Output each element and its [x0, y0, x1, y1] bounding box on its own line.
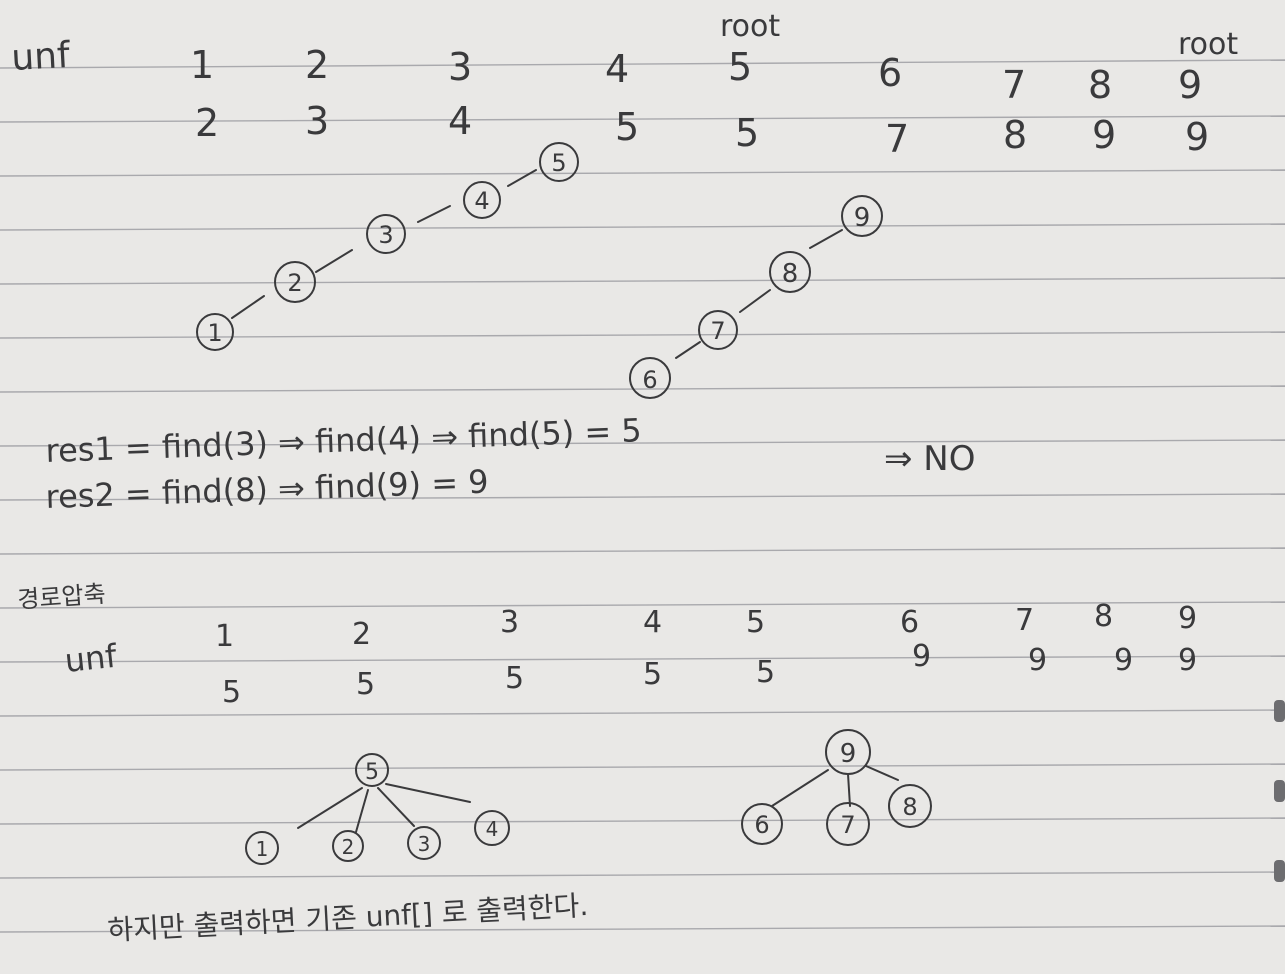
- footer-note: 하지만 출력하면 기존 unf[] 로 출력한다.: [107, 889, 589, 947]
- index-cell: 7: [1015, 603, 1034, 638]
- svg-text:3: 3: [418, 832, 431, 856]
- index-row-2: 1 2 3 4 5 6 7 8 9: [215, 599, 1197, 654]
- tree-node: 6: [741, 803, 783, 845]
- svg-text:7: 7: [710, 317, 725, 345]
- parent-cell: 5: [356, 667, 375, 702]
- svg-text:9: 9: [840, 739, 857, 769]
- root-label-9: root: [1178, 27, 1238, 62]
- index-cell: 8: [1088, 63, 1112, 107]
- parent-cell: 9: [1114, 643, 1133, 678]
- tree-node: 8: [888, 784, 932, 828]
- svg-text:5: 5: [365, 760, 379, 785]
- root-label-5: root: [720, 9, 780, 44]
- svg-text:6: 6: [642, 366, 657, 394]
- tree-node: 4: [463, 181, 501, 219]
- svg-text:9: 9: [854, 203, 871, 233]
- index-cell: 9: [1178, 601, 1197, 636]
- tree-node: 6: [629, 357, 671, 399]
- index-cell: 5: [728, 45, 752, 89]
- parent-cell: 9: [912, 639, 931, 674]
- parent-cell: 9: [1178, 643, 1197, 678]
- unf-label-2: unf: [63, 637, 119, 680]
- tree-node: 9: [841, 195, 883, 237]
- index-cell: 4: [605, 47, 629, 91]
- tree-node: 5: [539, 142, 579, 182]
- svg-text:2: 2: [287, 269, 302, 297]
- tree-node: 3: [407, 826, 441, 860]
- tree-node: 4: [474, 810, 510, 846]
- index-cell: 1: [190, 43, 214, 87]
- parent-cell: 2: [195, 101, 219, 145]
- parent-cell: 5: [505, 661, 524, 696]
- index-cell: 6: [878, 51, 902, 95]
- parent-row-2: 5 5 5 5 5 9 9 9 9: [222, 639, 1197, 710]
- index-cell: 9: [1178, 63, 1202, 107]
- svg-text:7: 7: [840, 811, 855, 839]
- index-cell: 4: [643, 605, 662, 640]
- ruled-lines: [0, 59, 1285, 933]
- parent-cell: 9: [1185, 115, 1209, 159]
- result-no: ⇒ NO: [884, 439, 976, 479]
- index-cell: 2: [352, 617, 371, 652]
- tree-node: 2: [274, 261, 316, 303]
- unf-label: unf: [10, 35, 72, 79]
- tree-node: 3: [366, 214, 406, 254]
- parent-cell: 5: [222, 675, 241, 710]
- parent-cell: 5: [643, 657, 662, 692]
- parent-cell: 5: [756, 655, 775, 690]
- svg-text:4: 4: [486, 817, 499, 841]
- res1-line: res1 = find(3) ⇒ find(4) ⇒ find(5) = 5: [45, 411, 642, 470]
- tree-node: 7: [698, 310, 738, 350]
- path-compression-title: 경로압축: [16, 580, 106, 614]
- parent-cell: 5: [735, 111, 759, 155]
- svg-text:8: 8: [902, 793, 917, 821]
- tree-node: 1: [245, 831, 279, 865]
- index-cell: 1: [215, 619, 234, 654]
- tree-node: 5: [355, 753, 389, 787]
- tree-node: 1: [196, 313, 234, 351]
- parent-cell: 7: [885, 117, 909, 161]
- index-cell: 2: [305, 43, 329, 87]
- index-cell: 3: [500, 605, 519, 640]
- index-cell: 7: [1002, 63, 1026, 107]
- index-row-1: 1 2 3 4 5 6 7 8 9: [190, 43, 1202, 107]
- svg-text:8: 8: [782, 259, 799, 289]
- parent-cell: 9: [1092, 113, 1116, 157]
- svg-text:3: 3: [378, 221, 393, 249]
- tree-node: 2: [332, 830, 364, 862]
- parent-cell: 5: [615, 105, 639, 149]
- tree-node: 7: [826, 802, 870, 846]
- tree2-b: 9 6 7 8: [741, 729, 932, 846]
- svg-text:4: 4: [474, 187, 489, 215]
- parent-cell: 9: [1028, 643, 1047, 678]
- tree1-chain-b: 6 7 8 9: [629, 195, 883, 399]
- index-cell: 6: [900, 605, 919, 640]
- parent-cell: 8: [1003, 113, 1027, 157]
- parent-cell: 4: [448, 99, 472, 143]
- index-cell: 3: [448, 45, 472, 89]
- index-cell: 5: [746, 605, 765, 640]
- parent-cell: 3: [305, 99, 329, 143]
- tree2-a: 5 1 2 3 4: [245, 753, 510, 865]
- tree-node: 8: [769, 251, 811, 293]
- tree1-chain-a: 1 2 3 4 5: [196, 142, 579, 351]
- svg-text:1: 1: [256, 837, 269, 861]
- binder-holes: [1274, 700, 1285, 882]
- res2-line: res2 = find(8) ⇒ find(9) = 9: [45, 463, 489, 516]
- index-cell: 8: [1094, 599, 1113, 634]
- svg-text:1: 1: [207, 319, 222, 347]
- parent-row-1: 2 3 4 5 5 7 8 9 9: [195, 99, 1209, 161]
- svg-text:2: 2: [342, 835, 355, 859]
- svg-text:6: 6: [754, 811, 769, 839]
- svg-text:5: 5: [551, 149, 566, 177]
- tree-node: 9: [825, 729, 871, 775]
